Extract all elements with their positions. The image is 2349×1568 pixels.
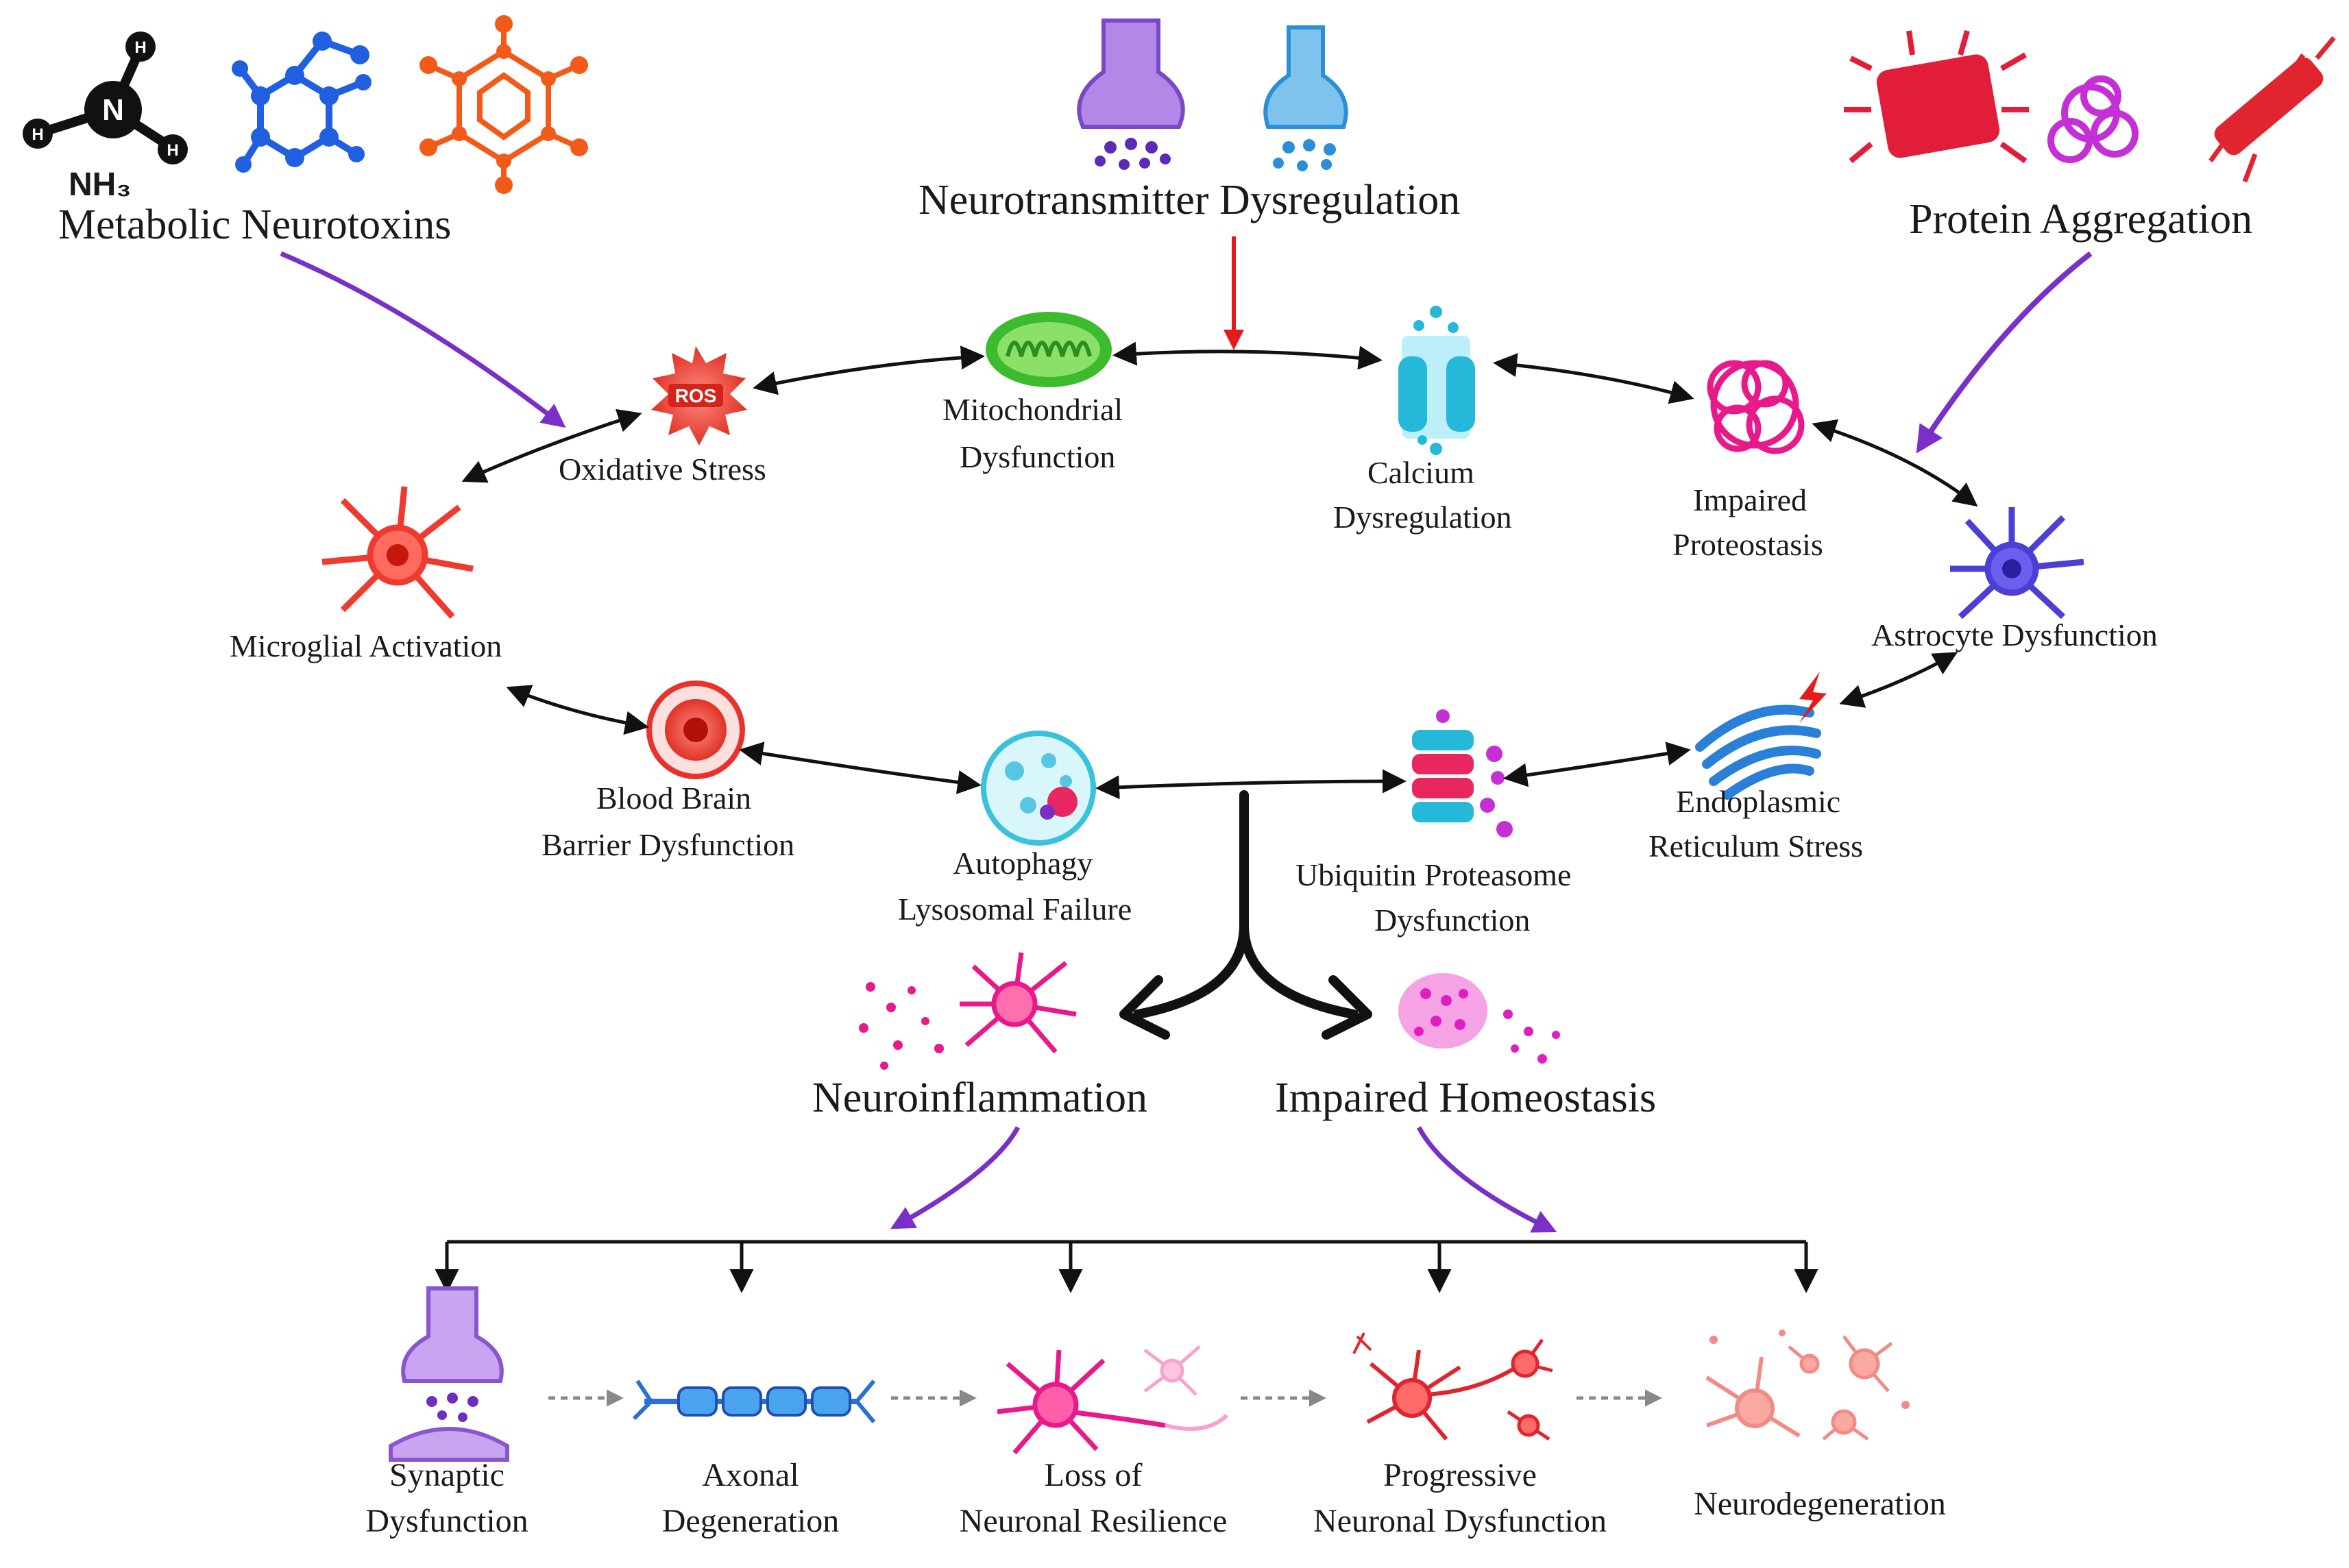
- autophagy-label-line2: Lysosomal Failure: [898, 892, 1132, 927]
- microglia-icon: [321, 486, 474, 619]
- impaired-homeostasis-icon: [1398, 973, 1560, 1064]
- arrow-ros-microglia: [461, 408, 642, 483]
- protein-fiber-red-icon: [2208, 36, 2336, 183]
- microglial-activation-label: Microglial Activation: [230, 628, 502, 663]
- progress-label-line1: Axonal: [702, 1457, 799, 1493]
- ammonia-formula: NH₃: [69, 167, 132, 203]
- ubiquitin-label-line2: Dysfunction: [1374, 903, 1530, 938]
- proteostasis-label-line1: Impaired: [1693, 482, 1807, 517]
- protein-fibril-red-icon: [1844, 29, 2029, 164]
- neuron-resilience-icon: [997, 1345, 1229, 1455]
- synapse-progress-icon: [389, 1286, 509, 1462]
- metabolic-neurotoxins-label: Metabolic Neurotoxins: [58, 201, 451, 248]
- neurodegeneration-icon: [1705, 1330, 1910, 1441]
- mitochondrial-label-line2: Dysfunction: [960, 439, 1115, 474]
- er-label-line2: Reticulum Stress: [1648, 829, 1863, 863]
- neurotransmitter-dysregulation-label: Neurotransmitter Dysregulation: [918, 177, 1460, 223]
- oxidative-stress-label: Oxidative Stress: [559, 452, 766, 487]
- protein-aggregation-label: Protein Aggregation: [1909, 196, 2252, 243]
- neuroinflammation-label: Neuroinflammation: [812, 1075, 1147, 1121]
- arrow-microglia-bbb: [506, 685, 649, 735]
- mitochondria-icon: [986, 312, 1112, 387]
- progressive-neuron-icon: [1352, 1332, 1553, 1441]
- ammonia-n-atom: N: [102, 93, 124, 127]
- progress-label-line1: Loss of: [1045, 1457, 1143, 1493]
- autophagy-lysosome-icon: [981, 731, 1096, 846]
- ammonia-molecule-icon: N H H H: [23, 32, 188, 164]
- proteostasis-tangle-icon: [1707, 360, 1805, 454]
- bbb-label-line1: Blood Brain: [596, 781, 751, 816]
- arrow-bbb-autophagy: [739, 742, 982, 794]
- arrow-er-astrocyte: [1839, 652, 1958, 708]
- ammonia-h-atom: H: [32, 125, 43, 144]
- ammonia-h-atom: H: [167, 141, 178, 160]
- arrow-protein-to-proteostasis: [1916, 251, 2093, 454]
- orange-atoms: [419, 15, 588, 194]
- impaired-homeostasis-label: Impaired Homeostasis: [1275, 1075, 1656, 1121]
- arrow-autophagy-proteasome: [1095, 769, 1407, 800]
- proteostasis-label-line2: Proteostasis: [1672, 527, 1823, 562]
- progress-label-line2: Dysfunction: [365, 1503, 528, 1539]
- calcium-channel-icon: [1398, 306, 1475, 455]
- autophagy-label-line1: Autophagy: [953, 846, 1093, 881]
- progress-label-line1: Synaptic: [389, 1457, 504, 1493]
- arrow-mito-calcium: [1112, 341, 1383, 370]
- lightning-icon: [1799, 672, 1827, 723]
- progress-label-line1: Progressive: [1383, 1457, 1537, 1493]
- er-label-line1: Endoplasmic: [1676, 784, 1840, 819]
- ros-burst-icon: ROS: [651, 346, 747, 445]
- bbb-label-line2: Barrier Dysfunction: [541, 827, 794, 862]
- split-arrow: [1119, 790, 1372, 1040]
- proteasome-icon: [1412, 709, 1513, 837]
- synapse-blue-icon: [1263, 25, 1348, 171]
- ubiquitin-label-line1: Ubiquitin Proteasome: [1295, 857, 1571, 892]
- cycle-connectors: [461, 341, 1978, 800]
- calcium-label-line2: Dysregulation: [1333, 500, 1512, 535]
- arrow-ros-mito: [753, 345, 985, 395]
- er-stress-icon: [1695, 705, 1821, 800]
- blue-atoms: [232, 32, 372, 173]
- arrow-proteasome-er: [1503, 742, 1691, 787]
- arrow-calcium-proteostasis: [1493, 353, 1694, 404]
- neuroinflammation-icon: [859, 952, 1077, 1070]
- arrow-homeostasis-down: [1416, 1126, 1557, 1233]
- arrow-proteostasis-astrocyte: [1812, 419, 1978, 507]
- ammonia-h-atom: H: [134, 38, 146, 57]
- progress-label-line1: Neurodegeneration: [1694, 1486, 1946, 1522]
- bbb-cell-icon: [646, 681, 745, 779]
- synapse-purple-icon: [1077, 19, 1185, 170]
- arrow-neuroinflammation-down: [890, 1126, 1021, 1229]
- progress-label-line2: Neuronal Resilience: [960, 1503, 1228, 1539]
- axon-icon: [632, 1380, 876, 1423]
- astrocyte-icon: [1950, 507, 2084, 620]
- calcium-label-line1: Calcium: [1367, 455, 1474, 490]
- progress-label-line2: Degeneration: [662, 1503, 840, 1539]
- arrow-neurotoxins-to-oxidative: [280, 251, 566, 428]
- progress-label-line2: Neuronal Dysfunction: [1313, 1503, 1607, 1539]
- protein-tangle-magenta-icon: [2047, 75, 2139, 163]
- mitochondrial-label-line1: Mitochondrial: [942, 392, 1123, 427]
- distribution-bar: [435, 1240, 1818, 1293]
- ros-badge: ROS: [675, 385, 717, 406]
- astrocyte-dysfunction-label: Astrocyte Dysfunction: [1871, 617, 2158, 652]
